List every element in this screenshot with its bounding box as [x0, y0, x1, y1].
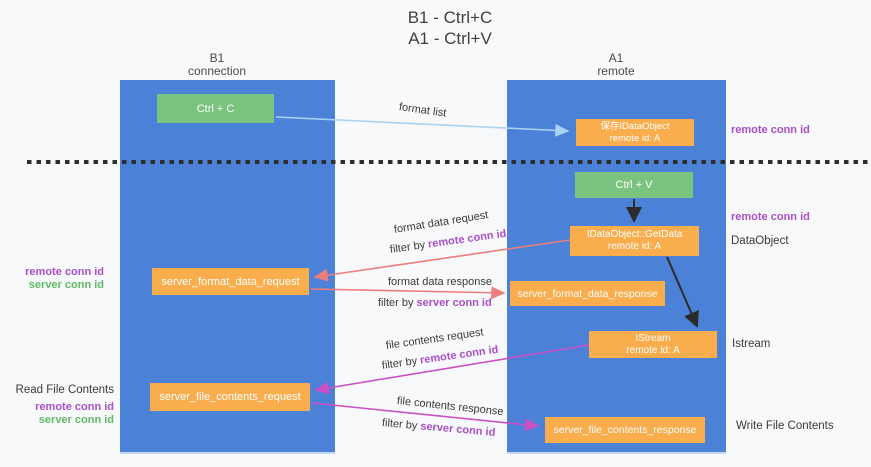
node-getdata-label: IDataObject::GetData [586, 229, 683, 240]
filter-prefix: filter by [389, 238, 429, 256]
node-istream-sub: remote id: A [626, 344, 680, 356]
filter-prefix: filter by [381, 417, 421, 433]
title-line-1: B1 - Ctrl+C [407, 8, 493, 27]
left-labels-format: remote conn id server conn id [0, 266, 104, 292]
node-server-file-contents-response: server_file_contents_response [545, 417, 705, 443]
lane-b1-subtitle: connection [187, 64, 247, 78]
node-server-format-data-response: server_format_data_response [510, 281, 665, 306]
label-remote-conn-id-top: remote conn id [731, 124, 810, 136]
filter-highlight-remote: remote conn id [419, 343, 500, 367]
filter-highlight-remote: remote conn id [427, 227, 508, 251]
title-line-2: A1 - Ctrl+V [408, 29, 492, 48]
node-ctrl-c-label: Ctrl + C [196, 102, 235, 115]
format-data-response-arrow [310, 286, 506, 300]
filter-highlight-server: server conn id [416, 297, 492, 309]
node-idataobject-getdata: IDataObject::GetData remote id: A [570, 226, 699, 256]
lane-a1-title: A1 [608, 51, 624, 65]
label-left-remote-conn-id: remote conn id [25, 266, 104, 278]
node-server-format-data-request: server_format_data_request [152, 268, 309, 295]
label-istream: Istream [732, 338, 771, 350]
node-format-response-label: server_format_data_response [517, 287, 658, 300]
node-ctrl-c: Ctrl + C [157, 94, 274, 123]
lane-a1-subtitle: remote [597, 64, 635, 78]
label-write-file-contents: Write File Contents [736, 420, 834, 432]
node-save-idataobject-sub: remote id: A [609, 132, 661, 144]
node-ctrl-v: Ctrl + V [575, 172, 693, 198]
left-labels-file: Read File Contents remote conn id server… [0, 384, 114, 427]
label-format-data-response: format data response [388, 276, 492, 288]
node-save-idataobject-label: 保存IDataObject [600, 120, 670, 132]
filter-prefix: filter by [378, 297, 417, 309]
node-format-request-label: server_format_data_request [161, 275, 300, 288]
node-server-file-contents-request: server_file_contents_request [150, 383, 310, 411]
filter-highlight-server: server conn id [419, 420, 496, 439]
label-left-server-conn-id: server conn id [28, 279, 104, 291]
node-file-request-label: server_file_contents_request [159, 391, 301, 403]
diagram-title: B1 - Ctrl+C A1 - Ctrl+V [310, 7, 590, 49]
node-ctrl-v-label: Ctrl + V [615, 179, 653, 191]
label-left-server-conn-id-2: server conn id [38, 414, 114, 426]
node-getdata-sub: remote id: A [607, 241, 662, 252]
lane-header-a1: A1 remote [566, 52, 666, 78]
label-dataobject: DataObject [731, 235, 789, 247]
label-format-list: format list [398, 101, 448, 120]
node-file-response-label: server_file_contents_response [553, 424, 697, 436]
lane-b1-title: B1 [209, 51, 225, 65]
label-read-file-contents: Read File Contents [15, 384, 114, 396]
label-filter-by-server-1: filter by server conn id [378, 297, 492, 309]
lane-header-b1: B1 connection [167, 52, 267, 78]
label-remote-conn-id-mid: remote conn id [731, 211, 810, 223]
label-filter-by-server-2: filter by server conn id [381, 417, 495, 439]
node-istream: IStream remote id: A [589, 331, 717, 358]
node-istream-label: IStream [635, 332, 671, 344]
session-divider-dashed-line [27, 160, 871, 164]
label-left-remote-conn-id-2: remote conn id [35, 401, 114, 413]
node-save-idataobject: 保存IDataObject remote id: A [576, 119, 694, 146]
filter-prefix: filter by [381, 354, 421, 372]
label-file-contents-response: file contents response [396, 395, 505, 419]
